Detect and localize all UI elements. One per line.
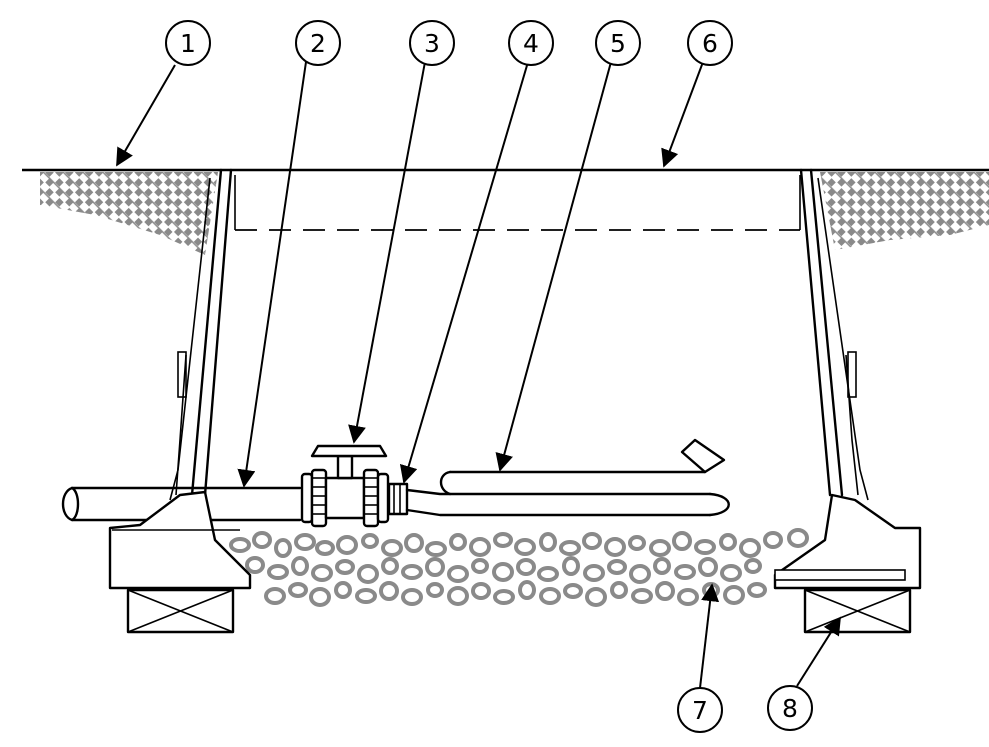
leader-1 [116,64,176,167]
callout-2: 2 [295,20,341,66]
right-rib [847,351,857,398]
callout-4: 4 [508,20,554,66]
callout-4-label: 4 [523,29,539,58]
flex-hose [405,438,730,517]
leader-6 [661,61,704,168]
left-foot [108,490,252,634]
left-rib [177,351,187,398]
callout-1-label: 1 [180,29,196,58]
callout-5-label: 5 [610,29,626,58]
callout-3: 3 [409,20,455,66]
soil-right [820,172,989,250]
adapter-fitting [387,482,409,516]
callout-7: 7 [677,687,723,733]
valve-handle [310,444,388,458]
callout-5: 5 [595,20,641,66]
leader-8 [796,616,841,687]
valve-box [169,168,869,501]
leader-2 [237,61,307,488]
right-foot [773,493,922,634]
callout-3-label: 3 [424,29,440,58]
valve-stem [336,454,354,480]
ground [22,168,989,255]
callout-8-label: 8 [782,694,798,723]
callout-6: 6 [687,20,733,66]
callout-1: 1 [165,20,211,66]
leader-lines [116,61,841,689]
soil-left [40,172,218,255]
callout-6-label: 6 [702,29,718,58]
callout-8: 8 [767,685,813,731]
leader-5 [495,61,612,472]
leader-7 [699,583,720,689]
ball-valve [300,444,409,528]
gravel-bed [229,528,809,607]
leader-3 [348,61,426,444]
callout-2-label: 2 [310,29,326,58]
callout-7-label: 7 [692,696,708,725]
leader-4 [399,61,529,484]
